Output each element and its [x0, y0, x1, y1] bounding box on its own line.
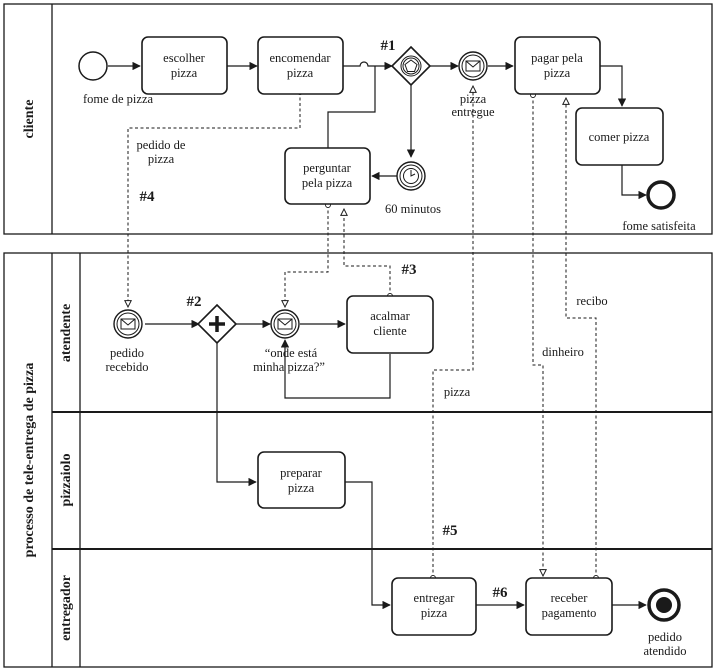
- message-flow-acalmar: [344, 209, 390, 296]
- svg-text:comer pizza: comer pizza: [589, 130, 650, 144]
- message-label-recibo: recibo: [576, 294, 607, 308]
- pentagon-icon: [404, 59, 418, 72]
- svg-text:fome de pizza: fome de pizza: [83, 92, 154, 106]
- lane-title-entregador: entregador: [59, 575, 74, 641]
- message-flows: [128, 86, 596, 578]
- pool-processo: processo de tele-entrega de pizza atende…: [3, 252, 713, 668]
- flow-perguntar-gateway1: [327, 66, 376, 148]
- flow-acalmar-onde: [280, 339, 391, 399]
- message-flow-dinheiro: [533, 95, 543, 576]
- flow-pagar-comer: [600, 65, 627, 107]
- envelope-icon: [277, 318, 293, 330]
- marker-6: #6: [493, 585, 509, 601]
- svg-text:60 minutos: 60 minutos: [385, 202, 441, 216]
- plus-icon: [209, 316, 225, 332]
- flow-gateway2-preparar: [216, 343, 257, 487]
- message-flow-pedido: [128, 92, 300, 307]
- timer-event-60-minutos: 60 minutos: [385, 161, 441, 216]
- message-label-pizza: pizza: [444, 385, 471, 399]
- sequence-flows: [108, 61, 647, 610]
- lane-title-atendente: atendente: [59, 304, 74, 362]
- task-comer-pizza: comer pizza: [575, 107, 664, 166]
- marker-2: #2: [187, 294, 202, 310]
- end-event-fome-satisfeita: fome satisfeita: [622, 180, 696, 233]
- clock-icon: [403, 168, 419, 184]
- message-label-dinheiro: dinheiro: [542, 345, 584, 359]
- marker-5: #5: [443, 523, 458, 539]
- svg-text:fome satisfeita: fome satisfeita: [622, 219, 696, 233]
- pool-title-cliente: cliente: [22, 100, 37, 139]
- marker-1: #1: [381, 38, 396, 54]
- message-flow-onde: [285, 205, 328, 307]
- lane-title-pizzaiolo: pizzaiolo: [59, 454, 74, 507]
- message-flow-recibo: [566, 98, 596, 578]
- marker-3: #3: [402, 262, 417, 278]
- gateway-parallel: [196, 303, 238, 345]
- marker-4: #4: [140, 189, 156, 205]
- envelope-icon: [465, 60, 481, 72]
- gateway-event-based: [390, 45, 432, 87]
- envelope-icon: [120, 318, 136, 330]
- pool-title-processo: processo de tele-entrega de pizza: [22, 363, 37, 558]
- start-event-fome-de-pizza: fome de pizza: [78, 51, 154, 106]
- message-flow-pizza: [433, 86, 473, 578]
- flow-preparar-entregar: [345, 481, 391, 610]
- flow-encomendar-gateway1: [343, 61, 393, 71]
